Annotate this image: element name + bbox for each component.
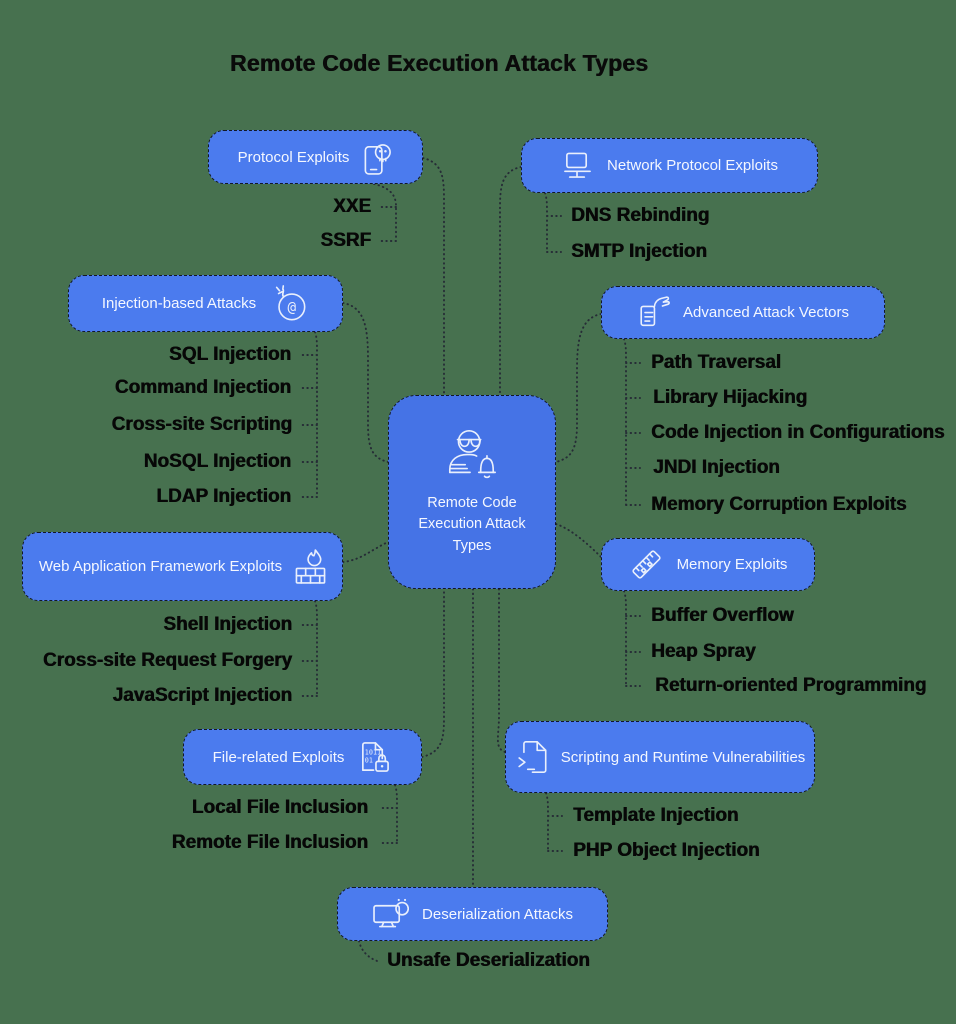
leaf-shell-injection: Shell Injection [163, 614, 292, 635]
leaf-cross-site-request-forgery: Cross-site Request Forgery [42, 650, 292, 671]
svg-text:01: 01 [365, 756, 373, 764]
leaf-template-injection: Template Injection [573, 805, 739, 826]
hand-document-icon [637, 295, 670, 330]
leaf-sql-injection: SQL Injection [168, 344, 291, 365]
spine-memory [623, 590, 641, 687]
central-node: Remote Code Execution Attack Types [388, 395, 556, 589]
link-network-center [499, 166, 522, 396]
leaf-javascript-injection: JavaScript Injection [112, 685, 292, 706]
link-scripting-center [496, 588, 506, 753]
branch-deserialization-attacks-label: Deserialization Attacks [422, 905, 573, 923]
leaf-ssrf: SSRF [320, 230, 371, 251]
ruler-icon [629, 547, 664, 582]
spine-scripting [545, 792, 563, 852]
central-node-label: Remote Code Execution Attack Types [418, 495, 526, 554]
leaf-library-hijacking: Library Hijacking [653, 387, 808, 408]
branch-memory-exploits: Memory Exploits [601, 538, 815, 591]
branch-advanced-attack-vectors: Advanced Attack Vectors [601, 286, 885, 339]
leaf-path-traversal: Path Traversal [651, 352, 781, 373]
branch-memory-exploits-label: Memory Exploits [676, 556, 788, 573]
leaf-cross-site-scripting: Cross-site Scripting [111, 414, 292, 435]
leaf-jndi-injection: JNDI Injection [653, 457, 780, 478]
branch-file-related-exploits-label: File-related Exploits [212, 748, 345, 766]
branch-web-application-framework-exploits: Web Application Framework Exploits [22, 532, 343, 601]
branch-injection-based-attacks-label: Injection-based Attacks [101, 295, 257, 312]
spine-wafe [300, 600, 318, 697]
leaf-smtp-injection: SMTP Injection [571, 241, 707, 262]
link-memory-center [555, 523, 602, 558]
spine-advanced [623, 338, 641, 506]
link-advanced-center [555, 313, 602, 463]
hacker-bell-icon [441, 427, 503, 483]
page-title: Remote Code Execution Attack Types [229, 50, 649, 76]
code-file-icon [515, 739, 548, 775]
spine-deserialization [358, 940, 381, 963]
svg-text:@: @ [288, 300, 297, 316]
leaf-dns-rebinding: DNS Rebinding [571, 205, 710, 226]
branch-scripting-and-runtime-vulnerabilities-label: Scripting and Runtime Vulnerabilities [560, 748, 806, 766]
leaf-unsafe-deserialization: Unsafe Deserialization [387, 950, 590, 971]
leaf-memory-corruption-exploits: Memory Corruption Exploits [651, 494, 907, 515]
spine-protocol [373, 183, 397, 242]
firewall-icon [295, 548, 326, 585]
link-file-center [421, 588, 445, 758]
leaf-xxe: XXE [332, 196, 371, 217]
leaf-buffer-overflow: Buffer Overflow [651, 605, 794, 626]
skull-phone-icon [362, 139, 393, 176]
leaf-return-oriented-programming: Return-oriented Programming [655, 675, 927, 696]
spine-file [380, 784, 398, 844]
leaf-heap-spray: Heap Spray [651, 641, 756, 662]
branch-scripting-and-runtime-vulnerabilities: Scripting and Runtime Vulnerabilities [505, 721, 815, 793]
branch-protocol-exploits-label: Protocol Exploits [237, 148, 350, 166]
bomb-at-icon: @ [269, 284, 309, 323]
leaf-local-file-inclusion: Local File Inclusion [191, 797, 368, 818]
branch-deserialization-attacks: Deserialization Attacks [337, 887, 608, 941]
link-wafe-center [342, 541, 389, 563]
branch-protocol-exploits: Protocol Exploits [208, 130, 423, 184]
svg-text:1011: 1011 [365, 748, 381, 756]
binary-file-lock-icon: 1011 01 [357, 741, 392, 774]
branch-network-protocol-exploits-label: Network Protocol Exploits [607, 157, 778, 174]
branch-file-related-exploits: File-related Exploits 1011 01 [183, 729, 422, 785]
branch-network-protocol-exploits: Network Protocol Exploits [521, 138, 818, 193]
leaf-ldap-injection: LDAP Injection [156, 486, 291, 507]
link-protocol-center [422, 157, 445, 396]
branch-web-application-framework-exploits-label: Web Application Framework Exploits [38, 558, 283, 575]
leaf-php-object-injection: PHP Object Injection [573, 840, 760, 861]
leaf-command-injection: Command Injection [114, 377, 291, 398]
leaf-nosql-injection: NoSQL Injection [143, 451, 291, 472]
laptop-icon [561, 151, 594, 180]
leaf-code-injection-in-configurations: Code Injection in Configurations [651, 422, 945, 443]
branch-advanced-attack-vectors-label: Advanced Attack Vectors [683, 304, 849, 321]
monitor-alert-icon [372, 898, 410, 930]
spine-injection [300, 331, 318, 498]
leaf-remote-file-inclusion: Remote File Inclusion [171, 832, 368, 853]
link-injection-center [342, 302, 389, 463]
branch-injection-based-attacks: Injection-based Attacks @ [68, 275, 343, 332]
spine-network [544, 192, 562, 253]
